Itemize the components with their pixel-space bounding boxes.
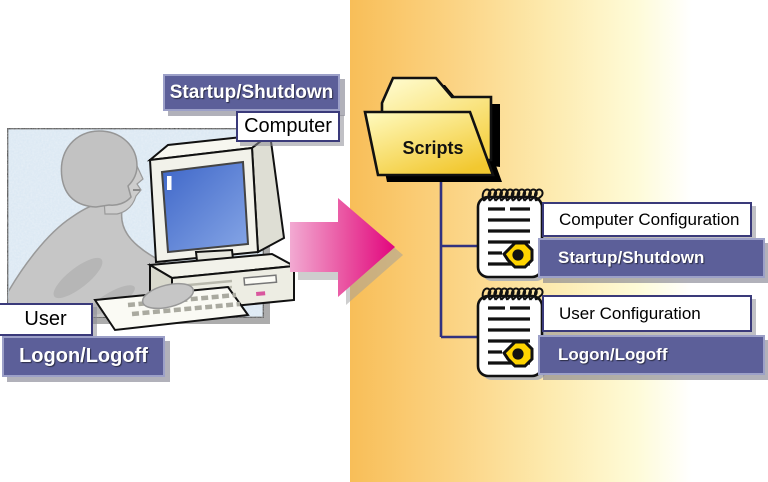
person-at-computer-illustration: [5, 126, 298, 332]
logon-logoff-callout: Logon/Logoff: [2, 336, 165, 377]
power-button: [256, 291, 266, 296]
screen-cursor: [167, 176, 172, 190]
user-configuration-label: User Configuration: [542, 295, 752, 332]
computer-configuration-label: Computer Configuration: [542, 202, 752, 237]
computer-monitor: [146, 132, 286, 272]
computer-label: Computer: [236, 111, 340, 142]
connector-lines: [439, 175, 478, 339]
startup-shutdown-callout: Startup/Shutdown: [163, 74, 340, 111]
right-arrow-icon: [290, 198, 403, 305]
logon-logoff-script-label: Logon/Logoff: [538, 335, 765, 375]
hand: [141, 282, 195, 310]
startup-shutdown-script-label: Startup/Shutdown: [538, 238, 765, 278]
folder-icon: [363, 76, 502, 182]
scripts-folder-label: Scripts: [402, 137, 464, 158]
user-label: User: [0, 303, 93, 336]
